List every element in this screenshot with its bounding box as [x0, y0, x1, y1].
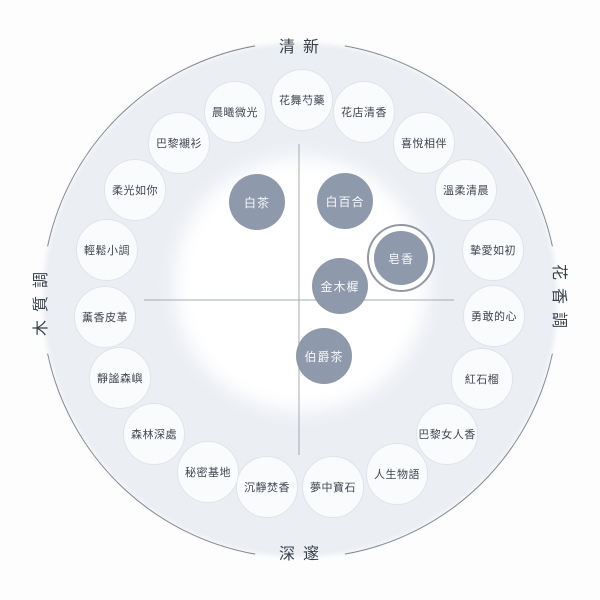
outer-note-label: 秘密基地 — [185, 467, 231, 479]
product-note-label: 白茶 — [243, 195, 270, 210]
outer-note[interactable]: 薰香皮革 — [74, 286, 136, 348]
outer-note[interactable]: 森林深處 — [123, 403, 185, 465]
product-note-selected[interactable]: 皂香 — [367, 224, 435, 292]
product-note[interactable]: 金木樨 — [312, 258, 368, 314]
outer-note[interactable]: 沉靜焚香 — [236, 456, 298, 518]
outer-note-label: 溫柔清晨 — [443, 185, 489, 197]
outer-note[interactable]: 花店清香 — [333, 81, 395, 143]
selected-note-circle: 皂香 — [374, 231, 428, 285]
outer-note[interactable]: 喜悅相伴 — [393, 112, 455, 174]
outer-note[interactable]: 花舞芍藥 — [271, 69, 333, 131]
outer-note-label: 夢中寶石 — [310, 482, 356, 494]
outer-note[interactable]: 溫柔清晨 — [435, 159, 497, 221]
outer-note-label: 巴黎襯衫 — [156, 138, 202, 150]
outer-note-label: 輕鬆小調 — [84, 245, 130, 257]
outer-note-label: 花店清香 — [341, 107, 387, 119]
outer-note-label: 喜悅相伴 — [401, 138, 447, 150]
outer-note[interactable]: 秘密基地 — [177, 441, 239, 503]
axis-lines — [144, 144, 454, 455]
outer-note[interactable]: 柔光如你 — [104, 159, 166, 221]
axis-label-woody: 木質調 — [33, 263, 50, 337]
outer-note-label: 晨曦微光 — [212, 107, 258, 119]
outer-note-label: 紅石榴 — [464, 374, 500, 386]
outer-note-label: 勇敢的心 — [471, 311, 517, 323]
outer-note[interactable]: 勇敢的心 — [463, 285, 525, 347]
product-note[interactable]: 伯爵茶 — [296, 328, 352, 384]
outer-note-label: 人生物語 — [374, 469, 420, 481]
outer-note-label: 花舞芍藥 — [279, 95, 325, 107]
outer-note[interactable]: 晨曦微光 — [204, 81, 266, 143]
outer-note[interactable]: 紅石榴 — [451, 348, 513, 410]
rim-arcs — [47, 45, 553, 555]
outer-note[interactable]: 摯愛如初 — [462, 219, 524, 281]
outer-note-label: 摯愛如初 — [470, 245, 516, 257]
axis-label-fresh: 清新 — [278, 39, 328, 56]
outer-note-label: 沉靜焚香 — [244, 482, 290, 494]
outer-note[interactable]: 人生物語 — [366, 443, 428, 505]
outer-note[interactable]: 巴黎襯衫 — [148, 112, 210, 174]
outer-note-label: 柔光如你 — [112, 185, 158, 197]
product-note-label: 金木樨 — [320, 279, 360, 294]
outer-note-label: 薰香皮革 — [82, 312, 128, 324]
axis-label-floral: 花香調 — [550, 263, 567, 337]
outer-note-label: 靜謐森嶼 — [97, 373, 143, 385]
outer-note[interactable]: 輕鬆小調 — [76, 219, 138, 281]
product-note-label: 白百合 — [325, 194, 365, 209]
product-note[interactable]: 白百合 — [317, 173, 373, 229]
axis-label-deep: 深邃 — [278, 546, 328, 563]
outer-note-label: 巴黎女人香 — [418, 429, 476, 441]
outer-note[interactable]: 夢中寶石 — [302, 456, 364, 518]
outer-note[interactable]: 靜謐森嶼 — [89, 347, 151, 409]
outer-note-label: 森林深處 — [131, 429, 177, 441]
outer-note[interactable]: 巴黎女人香 — [416, 403, 478, 465]
product-note-label: 皂香 — [387, 251, 414, 266]
product-note[interactable]: 白茶 — [229, 174, 285, 230]
product-note-label: 伯爵茶 — [304, 349, 344, 364]
